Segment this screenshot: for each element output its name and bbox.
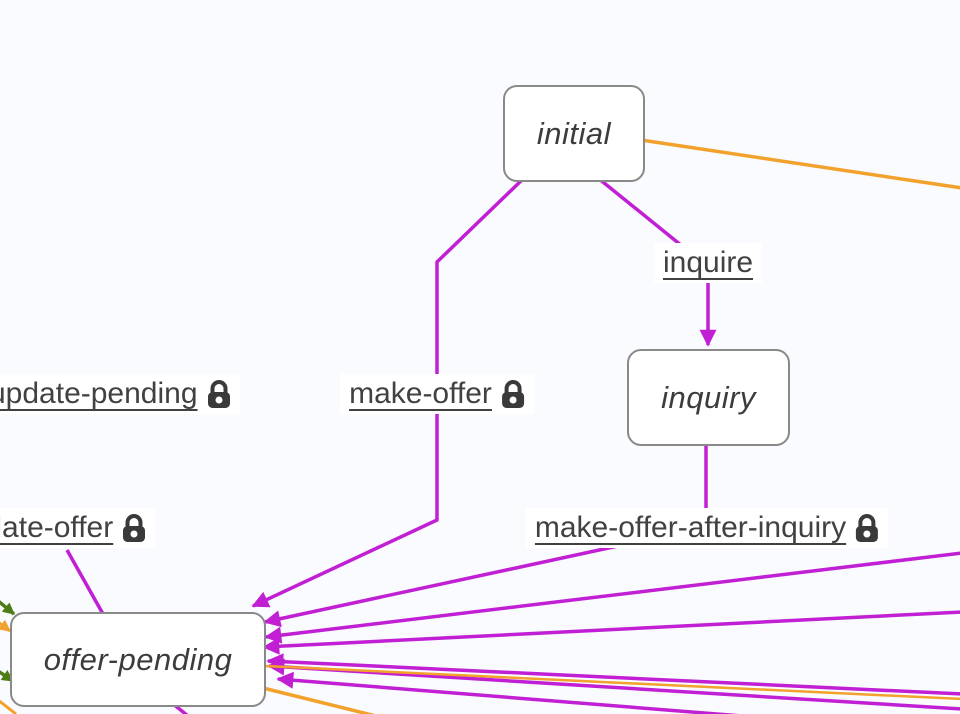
state-node-inquiry[interactable]: inquiry: [627, 349, 790, 446]
transition-edge: [266, 653, 960, 696]
transition-edge: [65, 549, 105, 615]
transition-edge: [267, 658, 960, 711]
edge-label-text: make-offer: [349, 377, 492, 410]
transition-edge: [0, 600, 16, 616]
state-node-label: offer-pending: [43, 641, 233, 677]
edge-label-text: update-pending: [0, 377, 198, 410]
edge-label-make-offer-after-inquiry[interactable]: make-offer-after-inquiry: [525, 508, 889, 548]
lock-icon: [123, 513, 146, 542]
transition-edge: [264, 664, 960, 701]
lock-icon: [207, 379, 230, 408]
transition-edge: [262, 610, 960, 655]
edge-label-update-pending[interactable]: update-pending: [0, 374, 240, 414]
transition-edge: [0, 699, 17, 714]
state-node-initial[interactable]: initial: [503, 85, 645, 182]
transition-edge: [262, 686, 376, 714]
edge-label-text: inquire: [662, 246, 754, 279]
transition-edge: [640, 138, 960, 190]
lock-icon: [501, 379, 524, 408]
transition-edge: [276, 671, 739, 714]
edge-label-text: make-offer-after-inquiry: [534, 511, 847, 544]
state-node-label: initial: [536, 115, 612, 151]
edge-label-inquire[interactable]: inquire: [653, 243, 763, 283]
state-node-label: inquiry: [661, 379, 756, 415]
edge-label-make-offer[interactable]: make-offer: [340, 374, 534, 414]
transition-edge: [0, 619, 11, 633]
transition-edge: [264, 551, 960, 644]
transition-edge: [0, 670, 14, 683]
edge-label-update-offer[interactable]: update-offer: [0, 508, 156, 548]
lock-icon: [856, 513, 879, 542]
edge-label-text: update-offer: [0, 511, 114, 544]
state-node-offer-pending[interactable]: offer-pending: [10, 612, 266, 707]
